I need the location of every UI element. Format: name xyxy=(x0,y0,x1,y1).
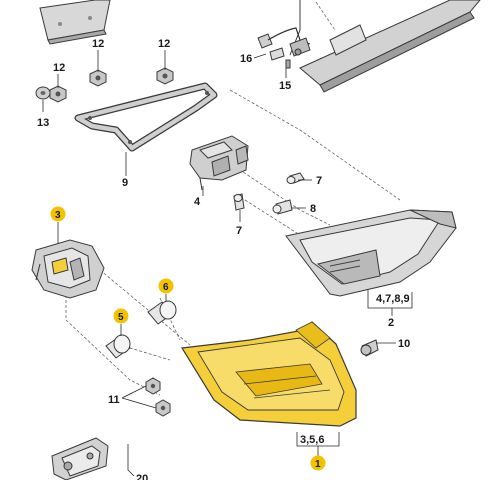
callout-4: 4 xyxy=(194,196,201,208)
washer-13 xyxy=(35,86,51,100)
inner-tail-lamp-2 xyxy=(285,209,457,297)
bulb-7-lower xyxy=(233,193,245,211)
callout-8: 8 xyxy=(310,203,316,215)
callout-7-upper: 7 xyxy=(316,175,322,187)
nut-12-left xyxy=(49,85,67,103)
license-plate-lamp-20 xyxy=(51,437,109,480)
callout-5: 5 xyxy=(118,312,124,323)
upper-trim-panel xyxy=(39,0,111,45)
callout-15: 15 xyxy=(279,80,291,92)
bulb-7-upper xyxy=(286,172,305,184)
callout-9: 9 xyxy=(122,177,128,189)
callout-10: 10 xyxy=(398,338,410,350)
gasket-9 xyxy=(74,82,218,152)
callout-2: 2 xyxy=(388,317,394,329)
callout-1: 1 xyxy=(315,459,321,470)
callout-6: 6 xyxy=(163,282,169,293)
callout-12-left: 12 xyxy=(53,62,65,74)
outer-tail-lamp-1 xyxy=(180,321,357,427)
callout-3-5-6: 3,5,6 xyxy=(300,434,324,446)
wiring-connector xyxy=(257,27,311,69)
bulb-5 xyxy=(105,334,131,359)
nut-11-upper xyxy=(145,377,161,395)
bulb-8 xyxy=(272,199,293,215)
callout-7-lower: 7 xyxy=(236,225,242,237)
third-brake-light xyxy=(289,0,481,93)
highlight-markers xyxy=(50,206,326,471)
lamp-socket-3 xyxy=(31,239,105,299)
screw-10 xyxy=(360,339,379,357)
callout-12-right: 12 xyxy=(158,38,170,50)
callout-labels: 12 12 12 13 16 15 9 7 4 8 7 3 6 5 4,7,8,… xyxy=(37,38,410,480)
callout-11: 11 xyxy=(108,394,120,406)
callout-12-center: 12 xyxy=(92,38,104,50)
leader-lines xyxy=(42,50,413,477)
callout-16: 16 xyxy=(240,53,252,65)
nut-12-center xyxy=(89,69,107,87)
callout-4-7-8-9: 4,7,8,9 xyxy=(376,293,410,305)
callout-13: 13 xyxy=(37,117,49,129)
callout-20: 20 xyxy=(136,473,148,480)
nut-11-lower xyxy=(155,399,171,417)
bulb-holder-4 xyxy=(189,135,249,191)
bulb-6 xyxy=(147,300,177,325)
nut-12-right xyxy=(156,67,174,85)
callout-3: 3 xyxy=(55,210,61,221)
